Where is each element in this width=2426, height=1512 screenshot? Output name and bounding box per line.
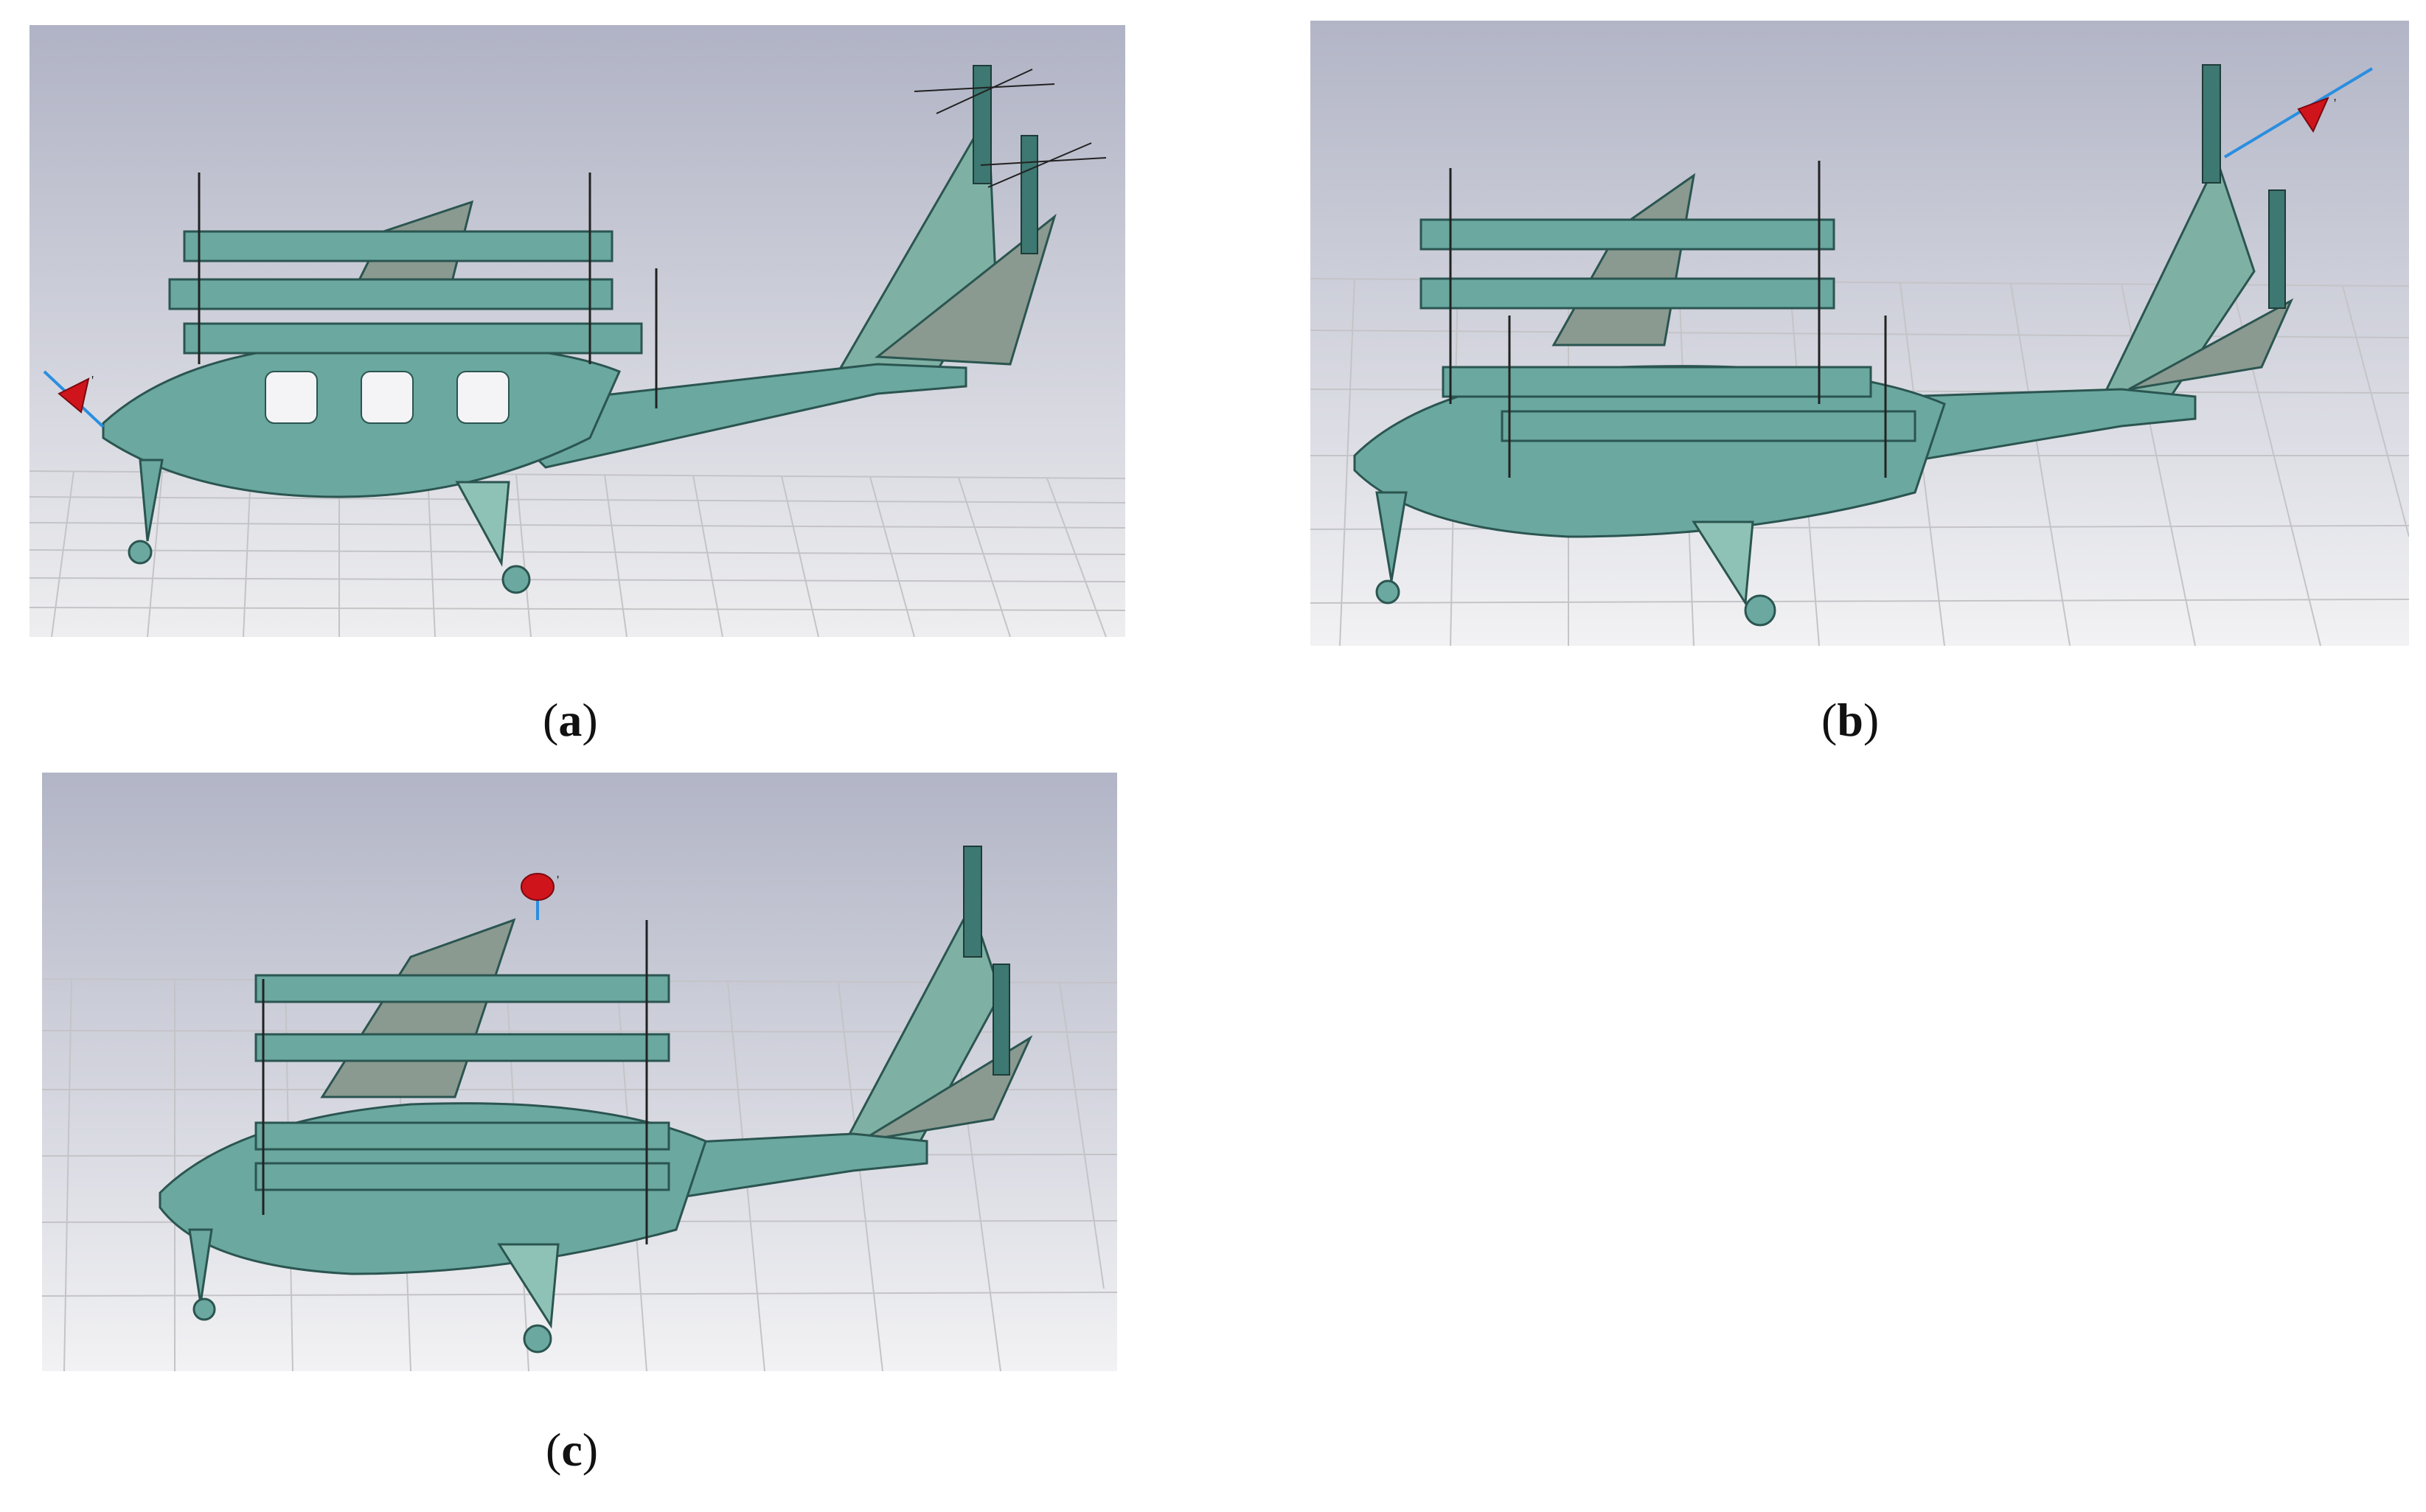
figure-panel-a: ' (29, 25, 1125, 637)
figure-panel-c: ' (42, 773, 1117, 1371)
caption-c: (c) (546, 1424, 599, 1476)
aircraft-model-b: ' (1310, 21, 2409, 646)
axis-label: ' (557, 873, 559, 888)
caption-b: (b) (1821, 694, 1880, 746)
figure-panel-b: ' (1310, 21, 2409, 646)
axis-label: ' (2334, 96, 2336, 111)
axis-label: ' (91, 373, 94, 388)
red-ellipse-icon (521, 873, 555, 901)
red-arrow-icon (58, 377, 90, 414)
ground-grid (29, 470, 1125, 637)
caption-a: (a) (543, 694, 598, 746)
aircraft-model-a: ' (29, 25, 1125, 637)
aircraft-model-c: ' (42, 773, 1117, 1371)
red-arrow-icon (2297, 97, 2329, 133)
